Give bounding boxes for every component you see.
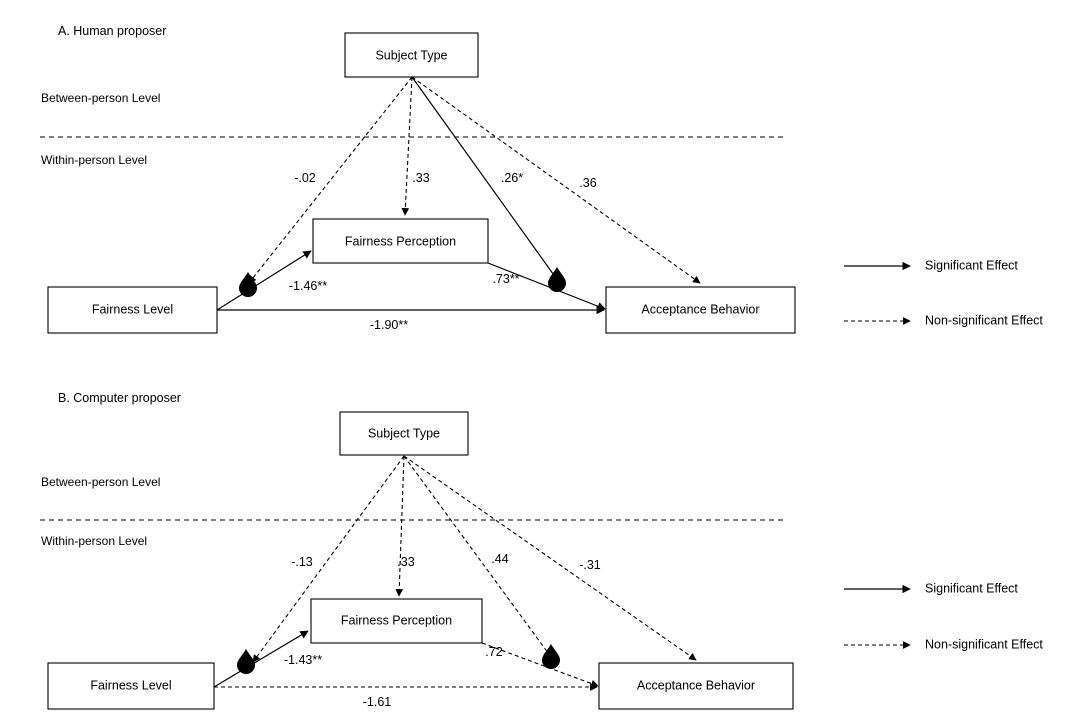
panel-b-path-subjecttype-to-fairnessperception: [395, 455, 405, 597]
panel-a-coef-st-to-a-path: -.02: [294, 171, 316, 185]
panel-a-node-subject-type: Subject Type: [344, 32, 479, 78]
panel-a-fairness-level-label: Fairness Level: [92, 302, 173, 316]
panel-a-coef-st-to-fp: .33: [412, 171, 429, 185]
panel-a-acceptance-behavior-label: Acceptance Behavior: [641, 302, 759, 316]
panel-b-subject-type-label: Subject Type: [368, 426, 440, 440]
panel-b-coef-st-to-ab: -.31: [579, 558, 601, 572]
panel-b-legend-nonsignificant-label: Non-significant Effect: [925, 637, 1043, 651]
panel-b-coef-fp-to-ab: .72: [485, 645, 502, 659]
panel-a-node-fairness-level: Fairness Level: [47, 286, 218, 334]
panel-b-acceptance-behavior-label: Acceptance Behavior: [637, 678, 755, 692]
panel-b-coef-st-to-fp: .33: [397, 555, 414, 569]
panel-b-path-subjecttype-to-a-path: [252, 455, 405, 663]
panel-b-coef-fl-to-ab: -1.61: [363, 695, 392, 709]
panel-a-path-subjecttype-to-fairnessperception: [401, 76, 413, 216]
panel-b-path-subjecttype-to-acceptancebehavior: [403, 455, 697, 661]
panel-a-legend-item-nonsignificant: Non-significant Effect: [844, 313, 1043, 327]
panel-a-legend: Significant Effect Non-significant Effec…: [844, 258, 1043, 327]
panel-b: B. Computer proposer Between-person Leve…: [40, 391, 1043, 710]
panel-a-path-subjecttype-to-acceptancebehavior: [411, 76, 701, 284]
panel-b-fairness-perception-label: Fairness Perception: [341, 613, 452, 627]
panel-a-fairness-perception-label: Fairness Perception: [345, 234, 456, 248]
panel-a-coef-st-to-b-path: .26*: [501, 171, 523, 185]
panel-b-coef-st-to-b-path: .44: [491, 552, 508, 566]
panel-a-legend-significant-label: Significant Effect: [925, 258, 1018, 272]
panel-a-legend-nonsignificant-label: Non-significant Effect: [925, 313, 1043, 327]
panel-b-fairness-level-label: Fairness Level: [90, 678, 171, 692]
panel-a-node-acceptance-behavior: Acceptance Behavior: [605, 286, 796, 334]
panel-a-coef-fl-to-ab: -1.90**: [370, 318, 408, 332]
panel-b-node-fairness-level: Fairness Level: [47, 662, 215, 710]
panel-b-within-person-label: Within-person Level: [41, 534, 147, 548]
panel-a-coef-fl-to-fp: -1.46**: [289, 279, 327, 293]
panel-b-legend: Significant Effect Non-significant Effec…: [844, 581, 1043, 651]
panel-a-b-path-slope-marker: [548, 267, 566, 292]
panel-a-within-person-label: Within-person Level: [41, 153, 147, 167]
panel-a-path-subjecttype-to-b-path: [411, 76, 557, 279]
panel-a-path-fairnesslevel-to-fairnessperception: [216, 250, 312, 311]
panel-a: A. Human proposer Between-person Level W…: [40, 24, 1043, 334]
panel-b-node-subject-type: Subject Type: [339, 411, 469, 456]
panel-b-legend-item-significant: Significant Effect: [844, 581, 1018, 595]
panel-a-path-fairnessperception-to-acceptancebehavior: [487, 262, 606, 311]
panel-b-between-person-label: Between-person Level: [41, 475, 160, 489]
panel-a-path-subjecttype-to-a-path: [248, 76, 413, 284]
panel-a-subject-type-label: Subject Type: [375, 48, 447, 62]
panel-b-a-path-slope-marker: [237, 649, 255, 674]
panel-a-coef-st-to-ab: .36: [579, 176, 596, 190]
panel-b-node-acceptance-behavior: Acceptance Behavior: [598, 662, 794, 710]
panel-a-node-fairness-perception: Fairness Perception: [312, 218, 489, 264]
panel-b-title: B. Computer proposer: [58, 391, 181, 405]
panel-a-between-person-label: Between-person Level: [41, 91, 160, 105]
panel-a-coef-fp-to-ab: .73**: [492, 272, 519, 286]
panel-b-path-fairnesslevel-to-fairnessperception: [213, 630, 309, 688]
panel-b-coef-fl-to-fp: -1.43**: [284, 653, 322, 667]
panel-b-legend-significant-label: Significant Effect: [925, 581, 1018, 595]
panel-a-a-path-slope-marker: [239, 272, 257, 297]
panel-a-title: A. Human proposer: [58, 24, 166, 38]
panel-a-legend-item-significant: Significant Effect: [844, 258, 1018, 272]
panel-b-b-path-slope-marker: [542, 644, 560, 669]
panel-b-node-fairness-perception: Fairness Perception: [310, 598, 483, 644]
panel-b-legend-item-nonsignificant: Non-significant Effect: [844, 637, 1043, 651]
panel-b-coef-st-to-a-path: -.13: [291, 555, 313, 569]
